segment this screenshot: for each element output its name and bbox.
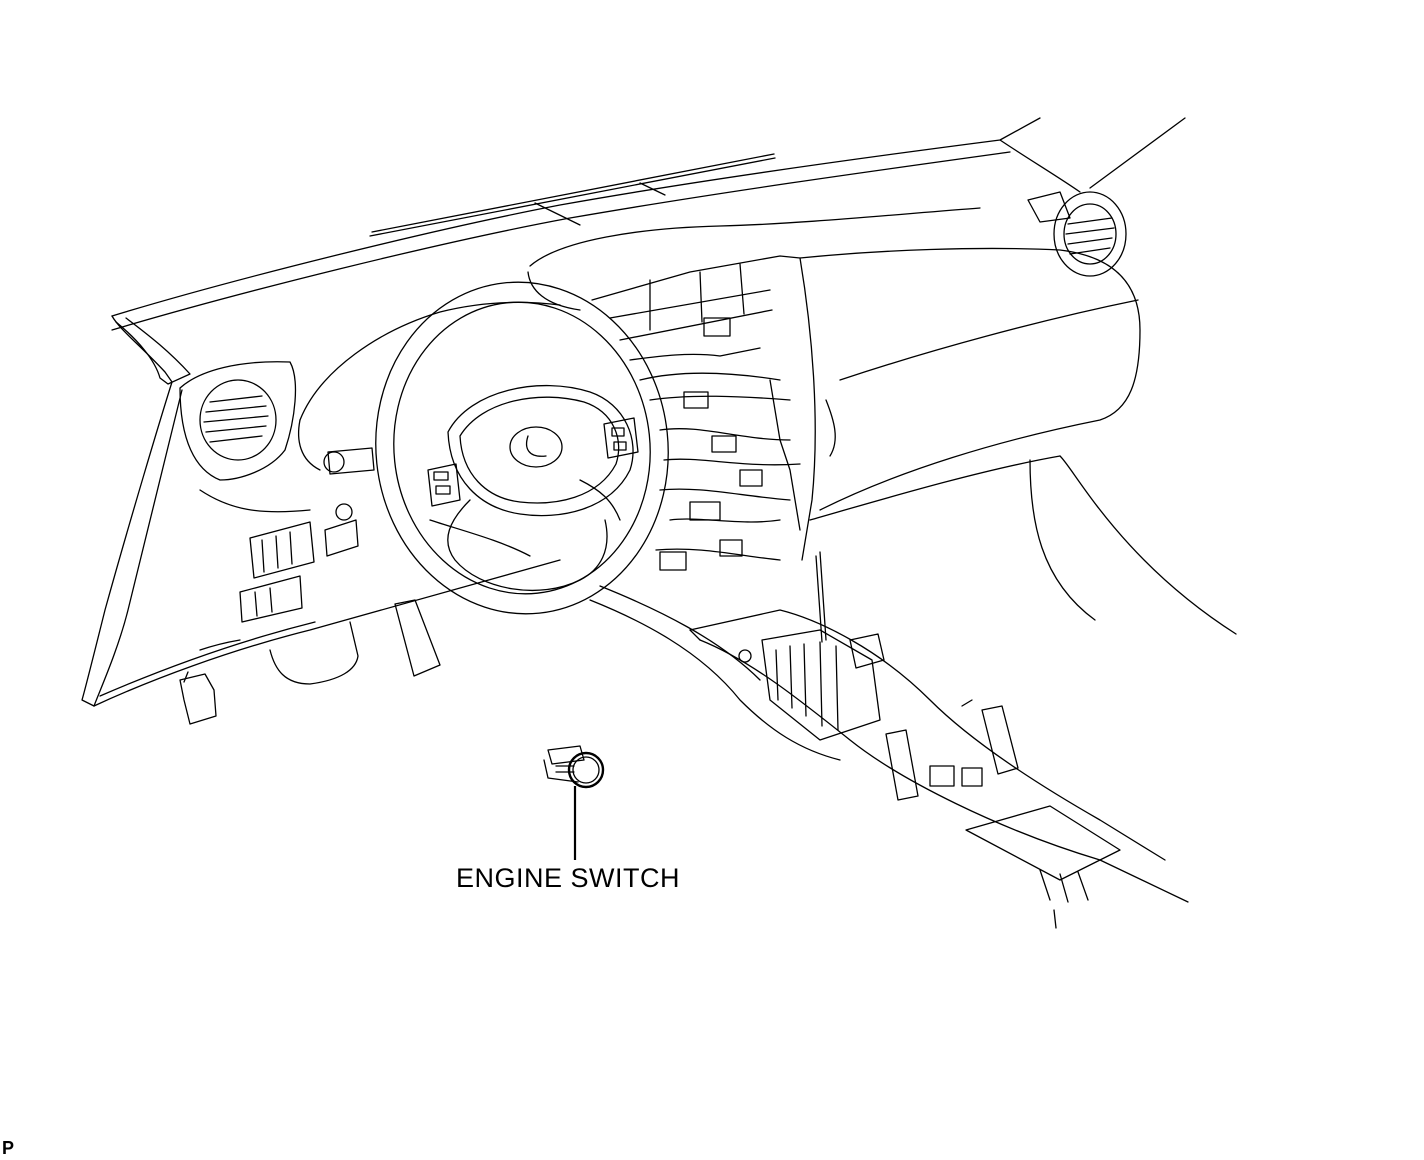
- center-console: [689, 551, 1189, 929]
- center-stack: [527, 207, 981, 761]
- left-dash-panel: [81, 315, 561, 725]
- lexus-emblem-icon: [509, 426, 563, 468]
- corner-mark: P: [2, 1138, 15, 1158]
- engine-switch-icon: [543, 745, 605, 789]
- engine-switch-label: ENGINE SWITCH: [456, 863, 681, 893]
- right-dash-panel: [799, 191, 1237, 635]
- dashboard-top-edge: [111, 117, 1186, 331]
- steering-wheel: [375, 281, 669, 615]
